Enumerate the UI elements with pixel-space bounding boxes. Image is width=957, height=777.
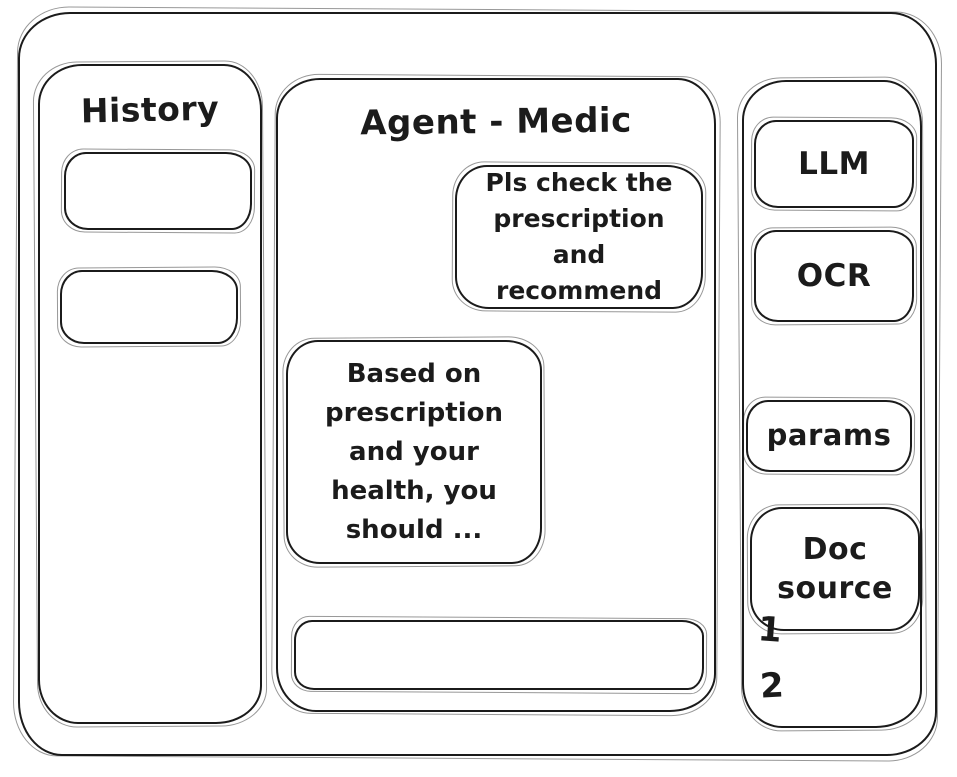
- agent-message-text: Based on prescription and your health, y…: [324, 358, 503, 545]
- params-button[interactable]: params: [746, 400, 912, 472]
- doc-source-item-1[interactable]: 1: [756, 609, 784, 651]
- params-button-label: params: [766, 418, 892, 453]
- doc-source-button-label: Doc source: [777, 532, 893, 606]
- agent-message-bubble: Based on prescription and your health, y…: [286, 340, 542, 564]
- history-title: History: [80, 88, 220, 131]
- doc-source-button[interactable]: Doc source: [750, 507, 920, 631]
- ocr-button-label: OCR: [796, 257, 872, 294]
- history-panel: History: [38, 64, 262, 724]
- ocr-button[interactable]: OCR: [754, 230, 914, 322]
- history-item[interactable]: [60, 270, 238, 344]
- message-input[interactable]: [294, 620, 704, 690]
- llm-button-label: LLM: [798, 145, 870, 182]
- doc-source-item-2[interactable]: 2: [758, 665, 785, 707]
- user-message-text: Pls check the prescription and recommend: [485, 167, 673, 306]
- history-item[interactable]: [64, 152, 252, 230]
- user-message-bubble: Pls check the prescription and recommend: [455, 165, 703, 309]
- llm-button[interactable]: LLM: [754, 120, 914, 208]
- chat-title: Agent - Medic: [360, 100, 632, 144]
- tools-panel: LLM OCR params Doc source 1 2: [742, 80, 922, 728]
- chat-panel: Agent - Medic Pls check the prescription…: [276, 78, 716, 712]
